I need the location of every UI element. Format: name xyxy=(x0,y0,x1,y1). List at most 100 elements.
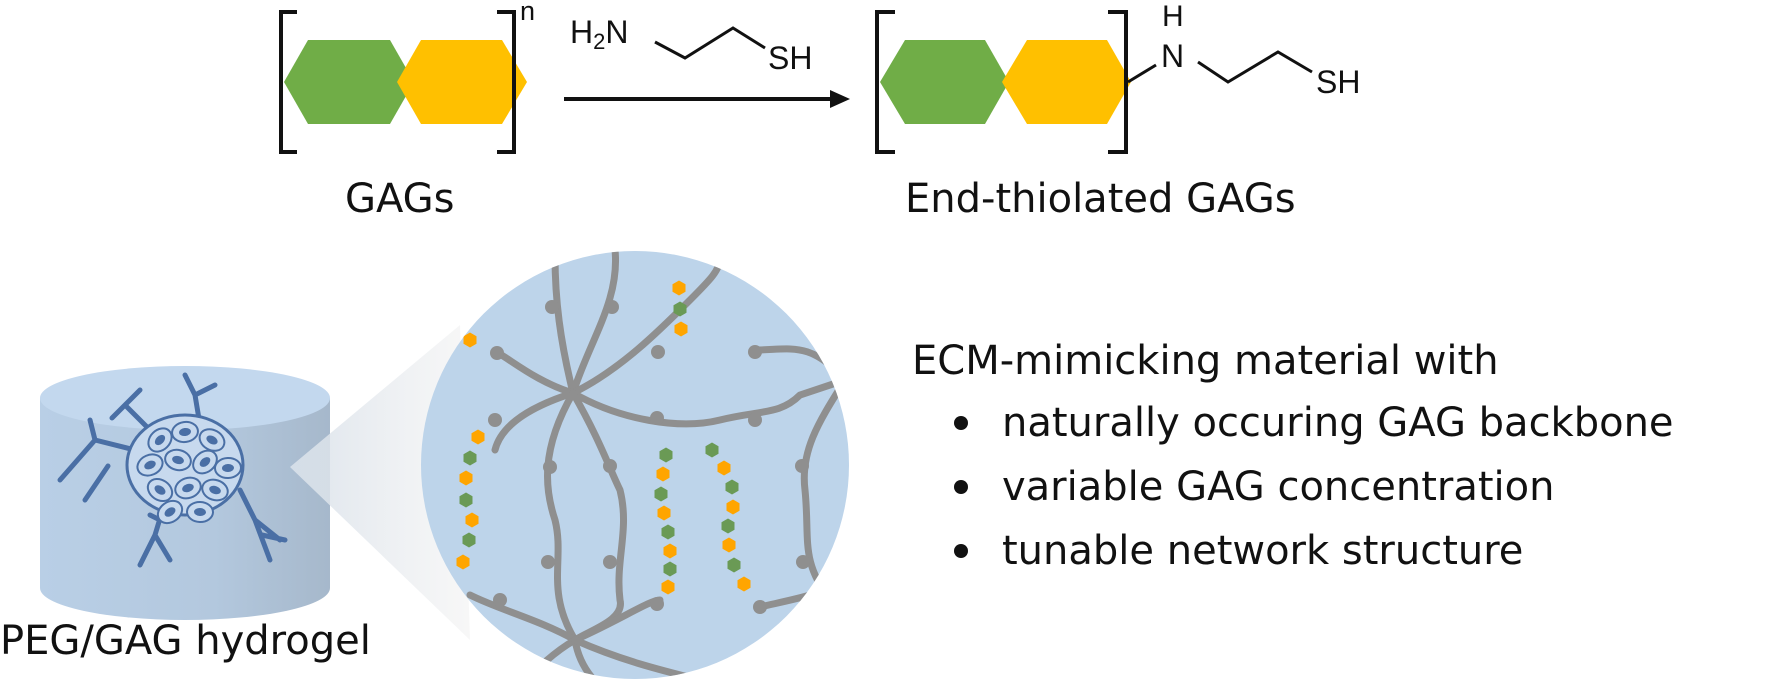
left-bracket-icon xyxy=(279,10,297,154)
properties-title: ECM-mimicking material with xyxy=(912,338,1499,384)
crosslink-node xyxy=(796,555,810,569)
gag-unit-icon xyxy=(721,518,735,534)
polymer-network-icon xyxy=(421,251,849,679)
gag-unit-icon xyxy=(727,557,741,573)
crosslink-node xyxy=(795,459,809,473)
properties-list: ECM-mimicking material with naturally oc… xyxy=(912,338,1674,590)
crosslink-node xyxy=(490,346,504,360)
left-bracket-icon xyxy=(875,10,895,154)
gag-unit-icon xyxy=(471,429,485,445)
gag-chain xyxy=(672,280,688,337)
property-item: naturally occuring GAG backbone xyxy=(954,398,1674,448)
cysteamine-structure xyxy=(654,26,766,60)
gag-unit-icon xyxy=(463,450,477,466)
reagent-h: H xyxy=(570,14,594,50)
property-text: variable GAG concentration xyxy=(1002,464,1555,510)
gag-unit-icon xyxy=(459,492,473,508)
property-text: tunable network structure xyxy=(1002,528,1524,574)
gag-unit-icon xyxy=(726,499,740,515)
right-bracket-icon xyxy=(1108,10,1128,154)
zoom-beam xyxy=(290,325,470,640)
cell-icon xyxy=(214,456,242,480)
gag-unit-icon xyxy=(717,460,731,476)
cell-icon xyxy=(192,449,218,475)
gag-unit-icon xyxy=(654,486,668,502)
crosslink-node xyxy=(493,593,507,607)
gag-chain xyxy=(654,447,677,595)
yellow-sugar-hexagon-icon xyxy=(397,40,527,124)
green-sugar-hexagon-icon xyxy=(880,40,1009,124)
product-thiol: SH xyxy=(1316,64,1361,100)
reagent-subscript: 2 xyxy=(593,29,606,54)
green-sugar-hexagon-icon xyxy=(284,40,414,124)
gag-chain xyxy=(456,429,485,570)
linker-bond xyxy=(1127,63,1157,84)
cell-icon xyxy=(147,427,173,453)
gag-unit-icon xyxy=(672,280,686,296)
gag-unit-icon xyxy=(705,442,719,458)
crosslink-node xyxy=(541,555,555,569)
gag-unit-icon xyxy=(673,301,687,317)
cell-icon xyxy=(146,477,174,503)
crosslink-node xyxy=(603,555,617,569)
repeat-subscript-n: n xyxy=(520,0,536,26)
gag-unit-icon xyxy=(722,537,736,553)
bullet-icon xyxy=(954,544,968,558)
peg-chain xyxy=(800,376,849,604)
crosslink-node xyxy=(753,600,767,614)
cell-icon xyxy=(174,476,202,500)
gag-unit-icon xyxy=(659,447,673,463)
gag-unit-icon xyxy=(674,321,688,337)
gag-unit-icon xyxy=(463,332,477,348)
gag-unit-icon xyxy=(657,505,671,521)
cell-icon xyxy=(201,478,229,502)
hydrogel-label: PEG/GAG hydrogel xyxy=(0,618,371,664)
crosslink-node xyxy=(488,413,502,427)
cell-icon xyxy=(198,428,226,452)
gag-unit-icon xyxy=(465,512,479,528)
end-thiolated-gag-unit xyxy=(875,10,1313,154)
gag-unit-icon xyxy=(459,470,473,486)
crosslink-node xyxy=(545,300,559,314)
peg-chain xyxy=(569,251,620,397)
product-amine-n: N xyxy=(1161,38,1185,74)
bullet-icon xyxy=(954,480,968,494)
crosslink-node xyxy=(651,345,665,359)
crosslink-node xyxy=(605,300,619,314)
crosslink-node xyxy=(748,413,762,427)
gag-unit-icon xyxy=(656,466,670,482)
gag-chain xyxy=(705,442,751,592)
gag-unit-icon xyxy=(663,561,677,577)
gag-unit-icon xyxy=(663,543,677,559)
cell-icon xyxy=(186,500,214,524)
right-bracket-icon xyxy=(497,10,516,154)
property-item: variable GAG concentration xyxy=(954,462,1674,512)
gag-unit-icon xyxy=(737,576,751,592)
yellow-sugar-hexagon-icon xyxy=(1002,40,1131,124)
cell-icon xyxy=(156,499,184,525)
crosslink-node xyxy=(650,411,664,425)
peg-chain xyxy=(466,591,579,644)
peg-chain xyxy=(491,389,577,454)
thiol-chain-bonds xyxy=(1197,50,1313,84)
reagent-n: N xyxy=(605,14,629,50)
gag-unit-icon xyxy=(725,479,739,495)
bullet-icon xyxy=(954,416,968,430)
crosslink-node xyxy=(748,345,762,359)
crosslink-node xyxy=(603,459,617,473)
gag-unit-icon xyxy=(462,532,476,548)
reaction-arrow-icon xyxy=(564,90,850,108)
peg-chain xyxy=(543,389,579,644)
gag-repeat-unit xyxy=(279,10,527,154)
property-text: naturally occuring GAG backbone xyxy=(1002,400,1674,446)
cysteamine-bonds xyxy=(654,26,766,60)
product-amine-h: H xyxy=(1162,0,1184,33)
reagent-amine: H2N xyxy=(570,14,628,55)
gag-unit-icon xyxy=(661,579,675,595)
cells xyxy=(136,420,242,525)
end-thiolated-gags-label: End-thiolated GAGs xyxy=(905,176,1296,222)
peg-chain xyxy=(569,376,849,428)
property-item: tunable network structure xyxy=(954,526,1674,576)
